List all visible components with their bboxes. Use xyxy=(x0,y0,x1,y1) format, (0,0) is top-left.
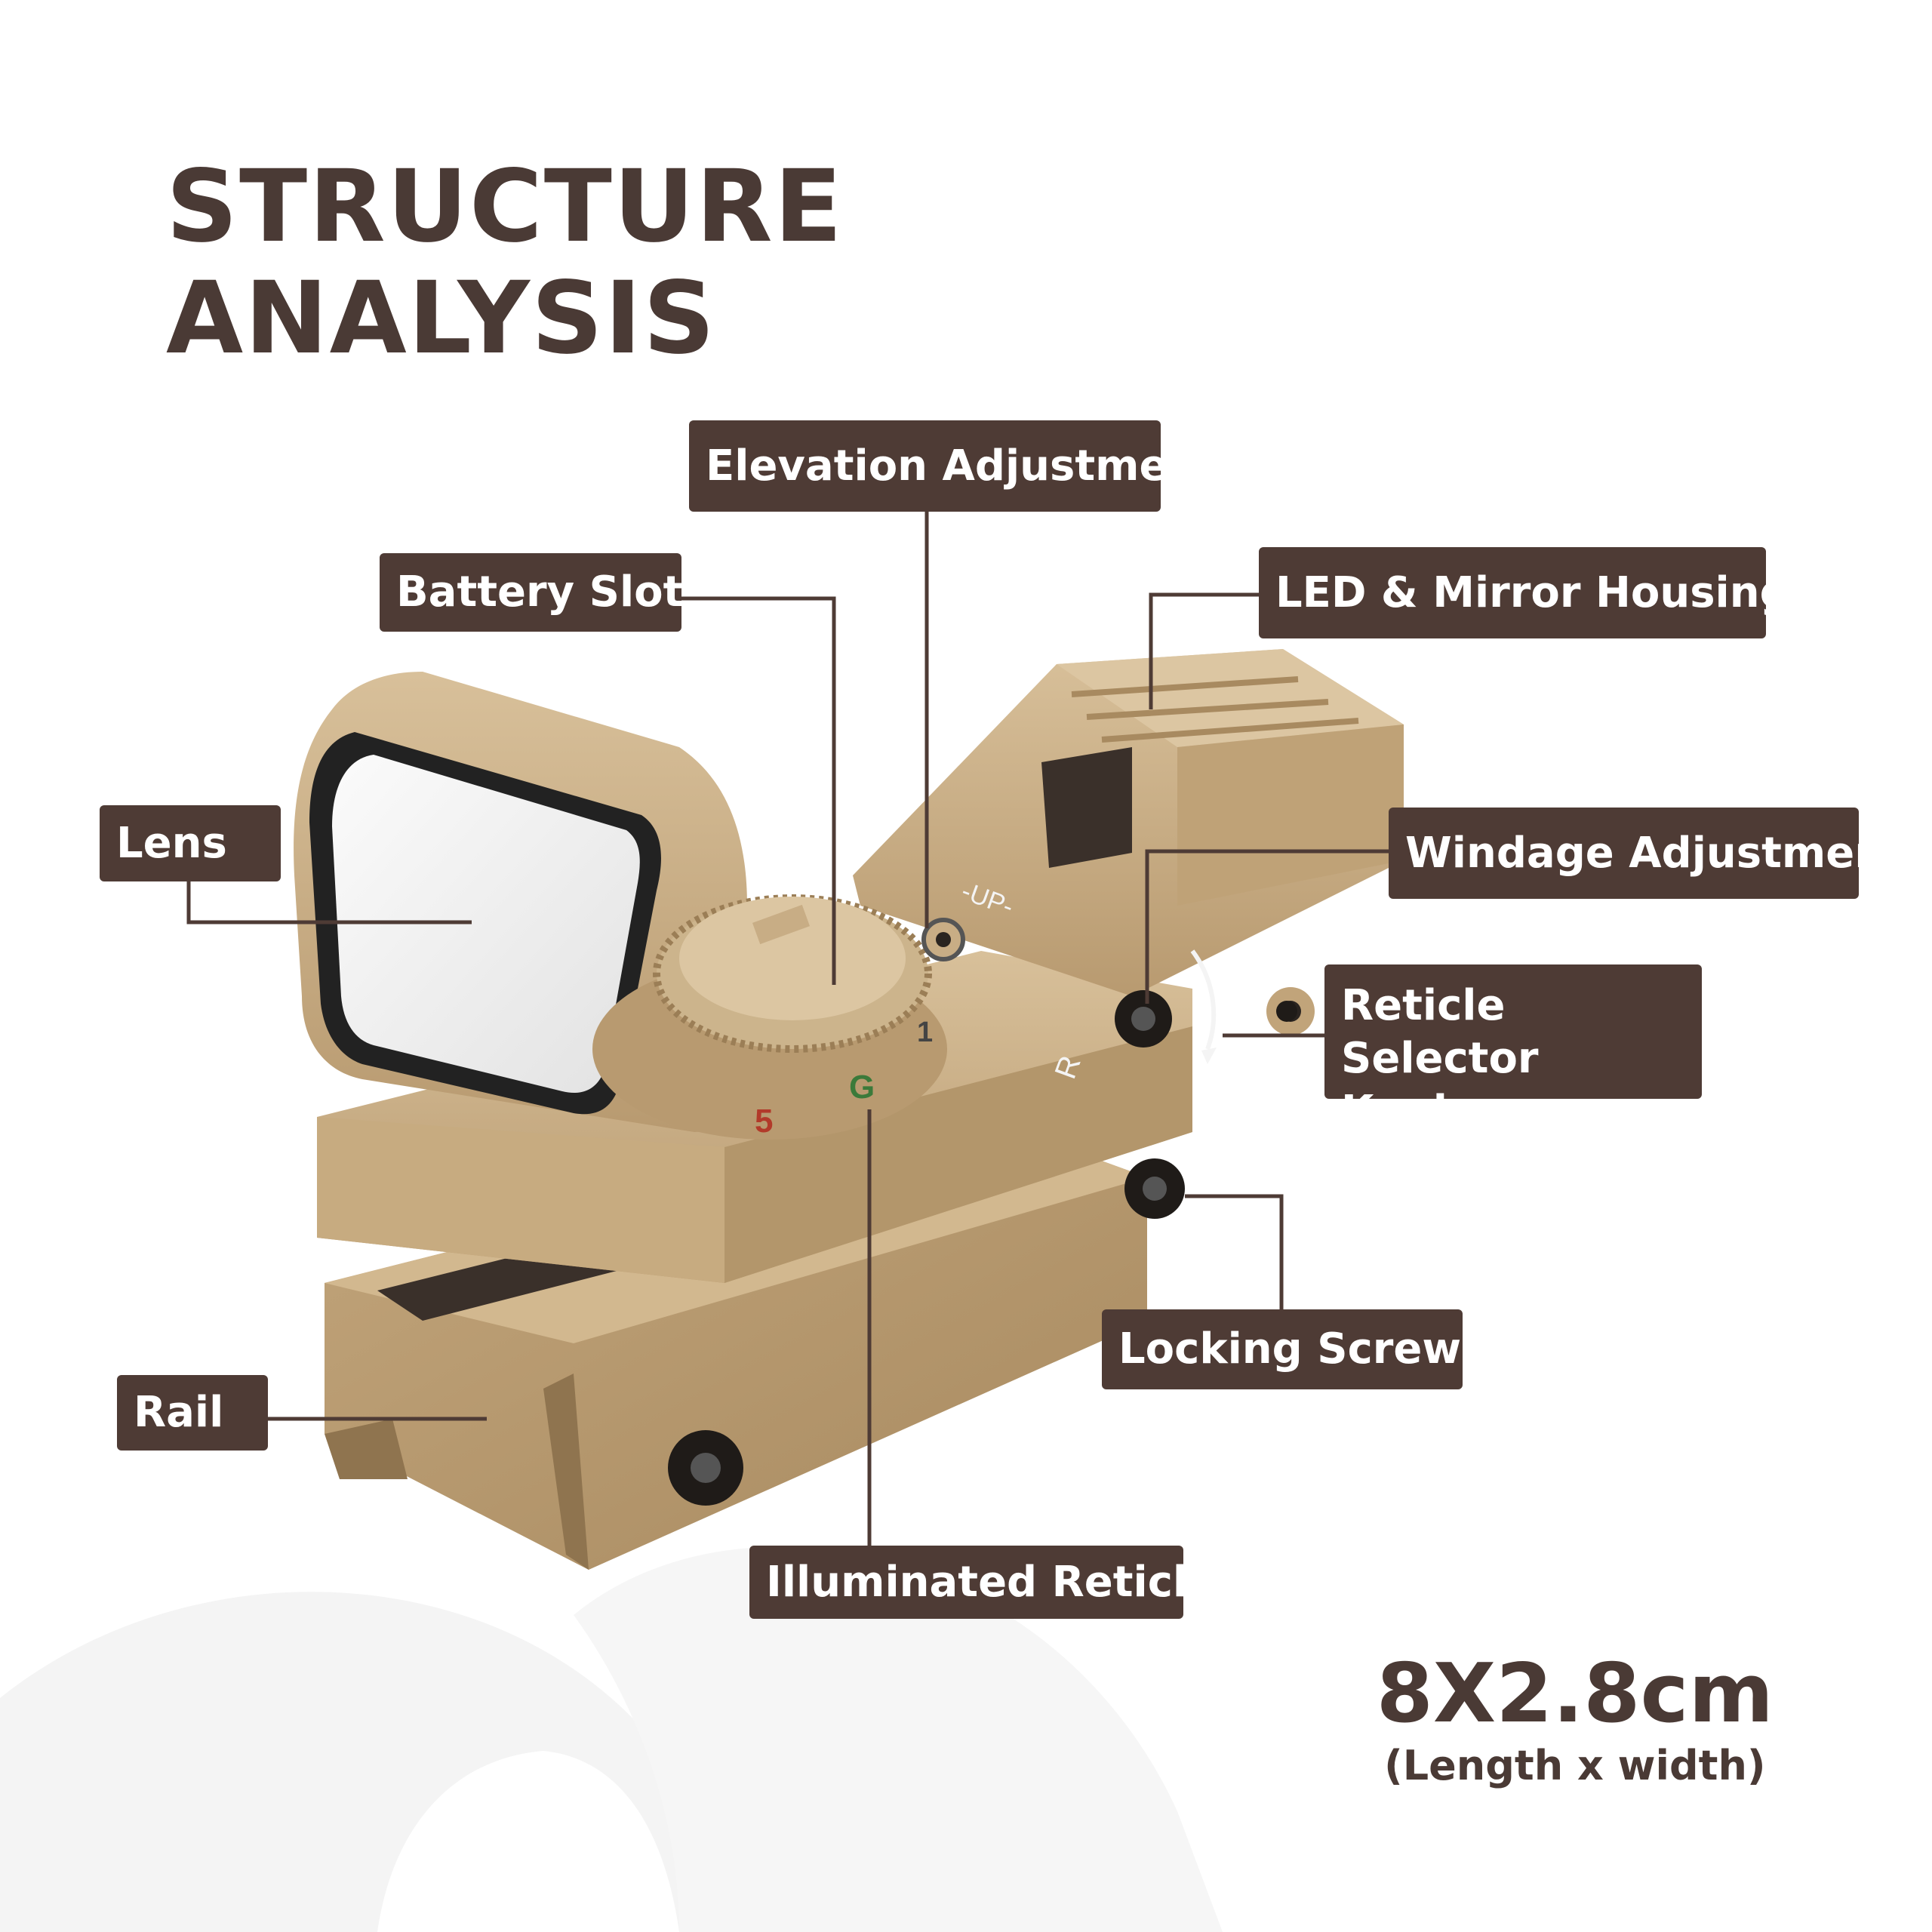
label-reticle-text-2: Knob xyxy=(1341,1087,1463,1136)
elevation-adjust-screw xyxy=(921,918,965,961)
label-led-mirror-housing: LED & Mirror Housing xyxy=(1259,547,1790,638)
title-line-2: ANALYSIS xyxy=(166,260,717,377)
battery-slot-dial xyxy=(592,894,947,1140)
label-battery-text: Battery Slot xyxy=(396,568,684,617)
label-elevation-adjustment: Elevation Adjustment xyxy=(689,420,1218,512)
label-lens: Lens xyxy=(100,805,281,881)
led-mirror-housing xyxy=(853,649,1404,1035)
label-led-text: LED & Mirror Housing xyxy=(1275,568,1790,617)
label-elevation-text: Elevation Adjustment xyxy=(706,441,1219,491)
label-reticle-text-1: Reticle Selector xyxy=(1341,981,1539,1083)
leader-locking xyxy=(1185,1194,1284,1309)
locking-screw xyxy=(1124,1158,1185,1219)
mark-1: 1 xyxy=(917,1017,933,1048)
title-line-1: STRUCTURE xyxy=(166,149,844,265)
windage-adjust-screw xyxy=(1115,990,1172,1048)
label-battery-slot: Battery Slot xyxy=(380,553,684,632)
rail-screw xyxy=(668,1430,743,1506)
dimensions-size: 8X2.8cm xyxy=(1376,1647,1774,1741)
label-lens-text: Lens xyxy=(116,819,227,868)
rotation-arrow-head-icon xyxy=(1201,1048,1217,1064)
label-locking-text: Locking Screw xyxy=(1118,1324,1462,1374)
page-title: STRUCTURE ANALYSIS xyxy=(166,151,844,374)
mark-5: 5 xyxy=(755,1103,773,1140)
reticle-selector-screw xyxy=(1276,1001,1297,1022)
lens-glass xyxy=(309,732,661,1115)
rotation-arrow-icon xyxy=(1190,949,1217,1051)
dimensions-caption: (Length x width) xyxy=(1384,1742,1766,1789)
label-windage-adjustment: Windage Adjustment xyxy=(1389,808,1905,899)
mark-g: G xyxy=(849,1069,875,1106)
label-reticle-selector-knob: Reticle Selector Knob xyxy=(1324,964,1702,1136)
leader-battery xyxy=(679,596,836,985)
leader-windage xyxy=(1145,849,1389,1004)
dimensions-block: 8X2.8cm (Length x width) xyxy=(1377,1649,1774,1792)
label-illuminated-text: Illuminated Reticle xyxy=(766,1558,1217,1607)
label-rail: Rail xyxy=(117,1375,268,1451)
label-windage-text: Windage Adjustment xyxy=(1405,829,1905,878)
leader-led xyxy=(1149,592,1259,709)
leader-lines xyxy=(186,512,1389,1547)
leader-lens xyxy=(186,881,472,924)
label-locking-screw: Locking Screw xyxy=(1102,1309,1463,1389)
label-illuminated-reticle: Illuminated Reticle xyxy=(749,1546,1216,1619)
label-rail-text: Rail xyxy=(134,1388,224,1437)
